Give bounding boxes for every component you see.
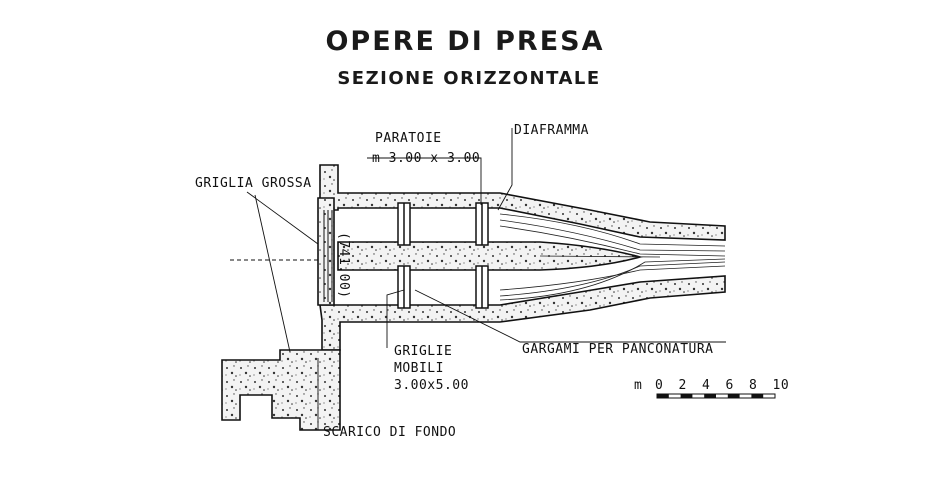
- diaframma-label: DIAFRAMMA: [514, 123, 589, 138]
- scale-segment: [657, 394, 669, 398]
- scale-tick-8: 8: [749, 378, 757, 393]
- scale-segment: [727, 394, 740, 398]
- paratoie-dimension: m 3.00 x 3.00: [372, 151, 480, 166]
- griglie-label: GRIGLIE: [394, 344, 452, 359]
- scale-segment: [704, 394, 716, 398]
- concrete-structure: [221, 164, 726, 431]
- scale-tick-0: 0: [655, 378, 663, 393]
- leader-lines: [230, 128, 726, 430]
- scale-tick-10: 10: [773, 378, 790, 393]
- drawing-subtitle: SEZIONE ORIZZONTALE: [337, 68, 601, 89]
- scale-tick-4: 4: [702, 378, 710, 393]
- drawing-title: OPERE DI PRESA: [325, 26, 605, 57]
- griglia-grossa-label: GRIGLIA GROSSA: [195, 176, 312, 191]
- scale-tick-2: 2: [679, 378, 687, 393]
- scarico-label: SCARICO DI FONDO: [323, 425, 456, 440]
- gates: [397, 202, 489, 309]
- paratoie-label: PARATOIE: [375, 131, 442, 146]
- coarse-grid: [323, 210, 333, 302]
- scale-segment: [751, 394, 764, 398]
- mobili-label: MOBILI: [394, 361, 444, 376]
- griglie-dimension: 3.00x5.00: [394, 378, 469, 393]
- gargami-label: GARGAMI PER PANCONATURA: [522, 342, 714, 357]
- scale-segment: [680, 394, 693, 398]
- elevation-label: (741.00): [336, 232, 351, 299]
- channel-flow-lines: [499, 213, 726, 301]
- scale-unit: m: [634, 378, 642, 393]
- scale-tick-6: 6: [726, 378, 734, 393]
